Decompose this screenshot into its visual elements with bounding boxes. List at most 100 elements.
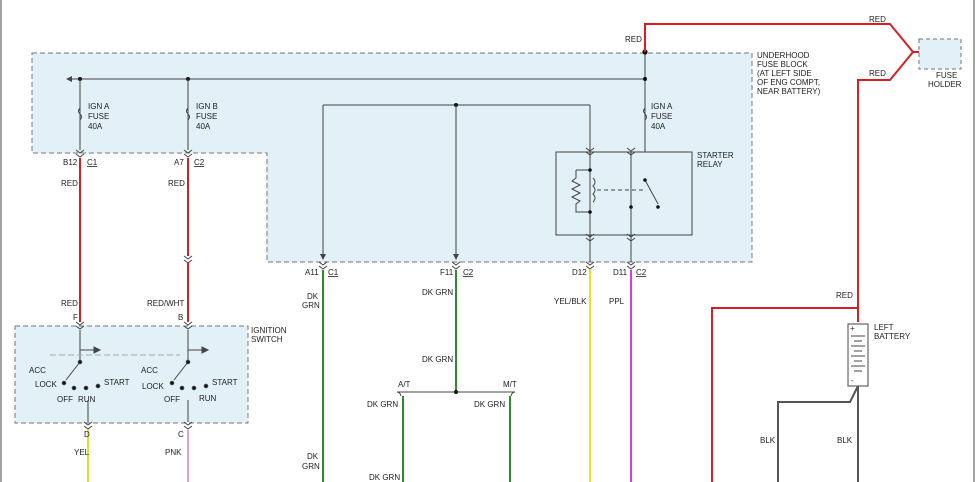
battery-title-2: BATTERY	[874, 332, 911, 341]
wire-label-pnk: PNK	[165, 448, 182, 457]
conn-c1-a: C1	[87, 158, 98, 167]
wire-label-dk-grn-a11-2: GRN	[302, 301, 320, 310]
wire-label-dk-grn-bottom-2: GRN	[302, 462, 320, 471]
wire-label-yel: YEL	[74, 448, 90, 457]
fuse-3-label-2: FUSE	[651, 112, 672, 121]
conn-c2-b: C2	[463, 268, 474, 277]
busbar-node-2	[643, 77, 647, 81]
fuse-2-label-2: FUSE	[196, 112, 217, 121]
wire-label-red-fh1: RED	[869, 15, 886, 24]
split-bar-ends	[396, 391, 516, 397]
wire-label-mt: M/T	[503, 380, 517, 389]
sw-left-acc: ACC	[29, 366, 46, 375]
conn-c2-a: C2	[194, 158, 205, 167]
fuse-3-symbol	[643, 107, 647, 121]
wire-label-blk-2: BLK	[837, 436, 853, 445]
split-node	[454, 390, 458, 394]
wire-label-red-b12: RED	[61, 179, 78, 188]
conn-c: C	[178, 430, 184, 439]
battery-plus: +	[850, 324, 855, 333]
busbar-2-left-arrow	[320, 254, 326, 260]
conn-a7: A7	[174, 158, 184, 167]
ignition-switch-box	[14, 325, 249, 424]
fuse-2-label-3: 40A	[196, 122, 211, 131]
conn-b: B	[178, 313, 183, 322]
wire-label-red-fh2: RED	[869, 69, 886, 78]
sw-left-run: RUN	[78, 395, 96, 404]
conn-d11: D11	[613, 268, 628, 277]
sw-left-start: START	[104, 378, 130, 387]
wire-label-red-top: RED	[625, 35, 642, 44]
wire-label-red-battery: RED	[836, 291, 853, 300]
wire-label-dk-grn-right: DK GRN	[474, 400, 505, 409]
fuse-block-title-1: UNDERHOOD	[757, 51, 810, 60]
conn-f11: F11	[440, 268, 454, 277]
ignition-switch-left	[50, 330, 180, 391]
busbar-arrow	[66, 76, 72, 82]
wire-label-at: A/T	[398, 380, 411, 389]
fuse-1-label-2: FUSE	[88, 112, 109, 121]
wire-label-dk-grn-bottom-1: DK	[307, 452, 319, 461]
fuse-1-label-3: 40A	[88, 122, 103, 131]
conn-d: D	[84, 430, 90, 439]
relay-node-1	[588, 168, 592, 172]
wire-label-red-a7: RED	[168, 179, 185, 188]
conn-b12: B12	[63, 158, 78, 167]
conn-c1-b: C1	[328, 268, 339, 277]
battery-plates	[851, 335, 865, 372]
sw-right-run: RUN	[199, 394, 217, 403]
relay-switch-contact	[656, 205, 660, 209]
wire-label-dk-grn-f11: DK GRN	[422, 288, 453, 297]
wire-label-ppl: PPL	[609, 297, 625, 306]
sw-right-lock: LOCK	[142, 382, 164, 391]
conn-a11: A11	[305, 268, 319, 277]
wire-label-blk-1: BLK	[760, 436, 776, 445]
fuse-3-label-3: 40A	[651, 122, 666, 131]
conn-c2-c: C2	[636, 268, 647, 277]
fuse-2-label-1: IGN B	[196, 102, 218, 111]
wire-label-dk-grn-bottom2: DK GRN	[369, 473, 400, 482]
busbar-2-mid-arrow	[453, 254, 459, 260]
wire-red-battery	[711, 307, 858, 482]
wire-label-dk-grn-a11-1: DK	[307, 292, 319, 301]
starter-relay-box	[555, 151, 693, 236]
relay-contact-node	[629, 205, 633, 209]
starter-relay-title-1: STARTER	[697, 151, 734, 160]
fuse-block-title-4: OF ENG COMPT,	[757, 78, 820, 87]
relay-switch-pivot	[643, 178, 647, 182]
fuse-3-label-1: IGN A	[651, 102, 673, 111]
battery-title-1: LEFT	[874, 323, 894, 332]
sw-right-start: START	[212, 378, 238, 387]
wire-label-red-f: RED	[61, 299, 78, 308]
fuse-holder-title-1: FUSE	[936, 71, 957, 80]
wire-blk-1	[777, 385, 859, 482]
wire-label-dk-grn-mid: DK GRN	[422, 355, 453, 364]
relay-coil	[570, 169, 590, 213]
wire-label-dk-grn-left: DK GRN	[367, 400, 398, 409]
ignition-switch-title-1: IGNITION	[251, 326, 287, 335]
battery-symbol	[847, 323, 869, 387]
relay-switch-arm	[644, 179, 659, 205]
conn-d12: D12	[572, 268, 587, 277]
fuse-holder-title-2: HOLDER	[928, 80, 962, 89]
fuse-block-title-2: FUSE BLOCK	[757, 60, 808, 69]
sw-right-acc: ACC	[141, 366, 158, 375]
fuse-holder-box	[918, 38, 962, 70]
battery-minus: -	[851, 376, 854, 385]
wire-label-red-wht: RED/WHT	[147, 299, 184, 308]
sw-right-off: OFF	[164, 395, 180, 404]
fuse-block-title-3: (AT LEFT SIDE	[757, 69, 812, 78]
fuse-block-title-5: NEAR BATTERY)	[757, 87, 821, 96]
wires	[79, 23, 919, 482]
sw-left-off: OFF	[57, 395, 73, 404]
conn-f: F	[73, 313, 78, 322]
relay-node-2	[588, 210, 592, 214]
fuse-2-symbol	[186, 107, 190, 121]
sw-left-lock: LOCK	[35, 380, 57, 389]
fuse-1-symbol	[78, 107, 82, 121]
wire-label-yel-blk: YEL/BLK	[554, 297, 587, 306]
relay-inductor	[592, 177, 596, 203]
connector-marks	[75, 147, 636, 430]
starter-relay-title-2: RELAY	[697, 160, 723, 169]
